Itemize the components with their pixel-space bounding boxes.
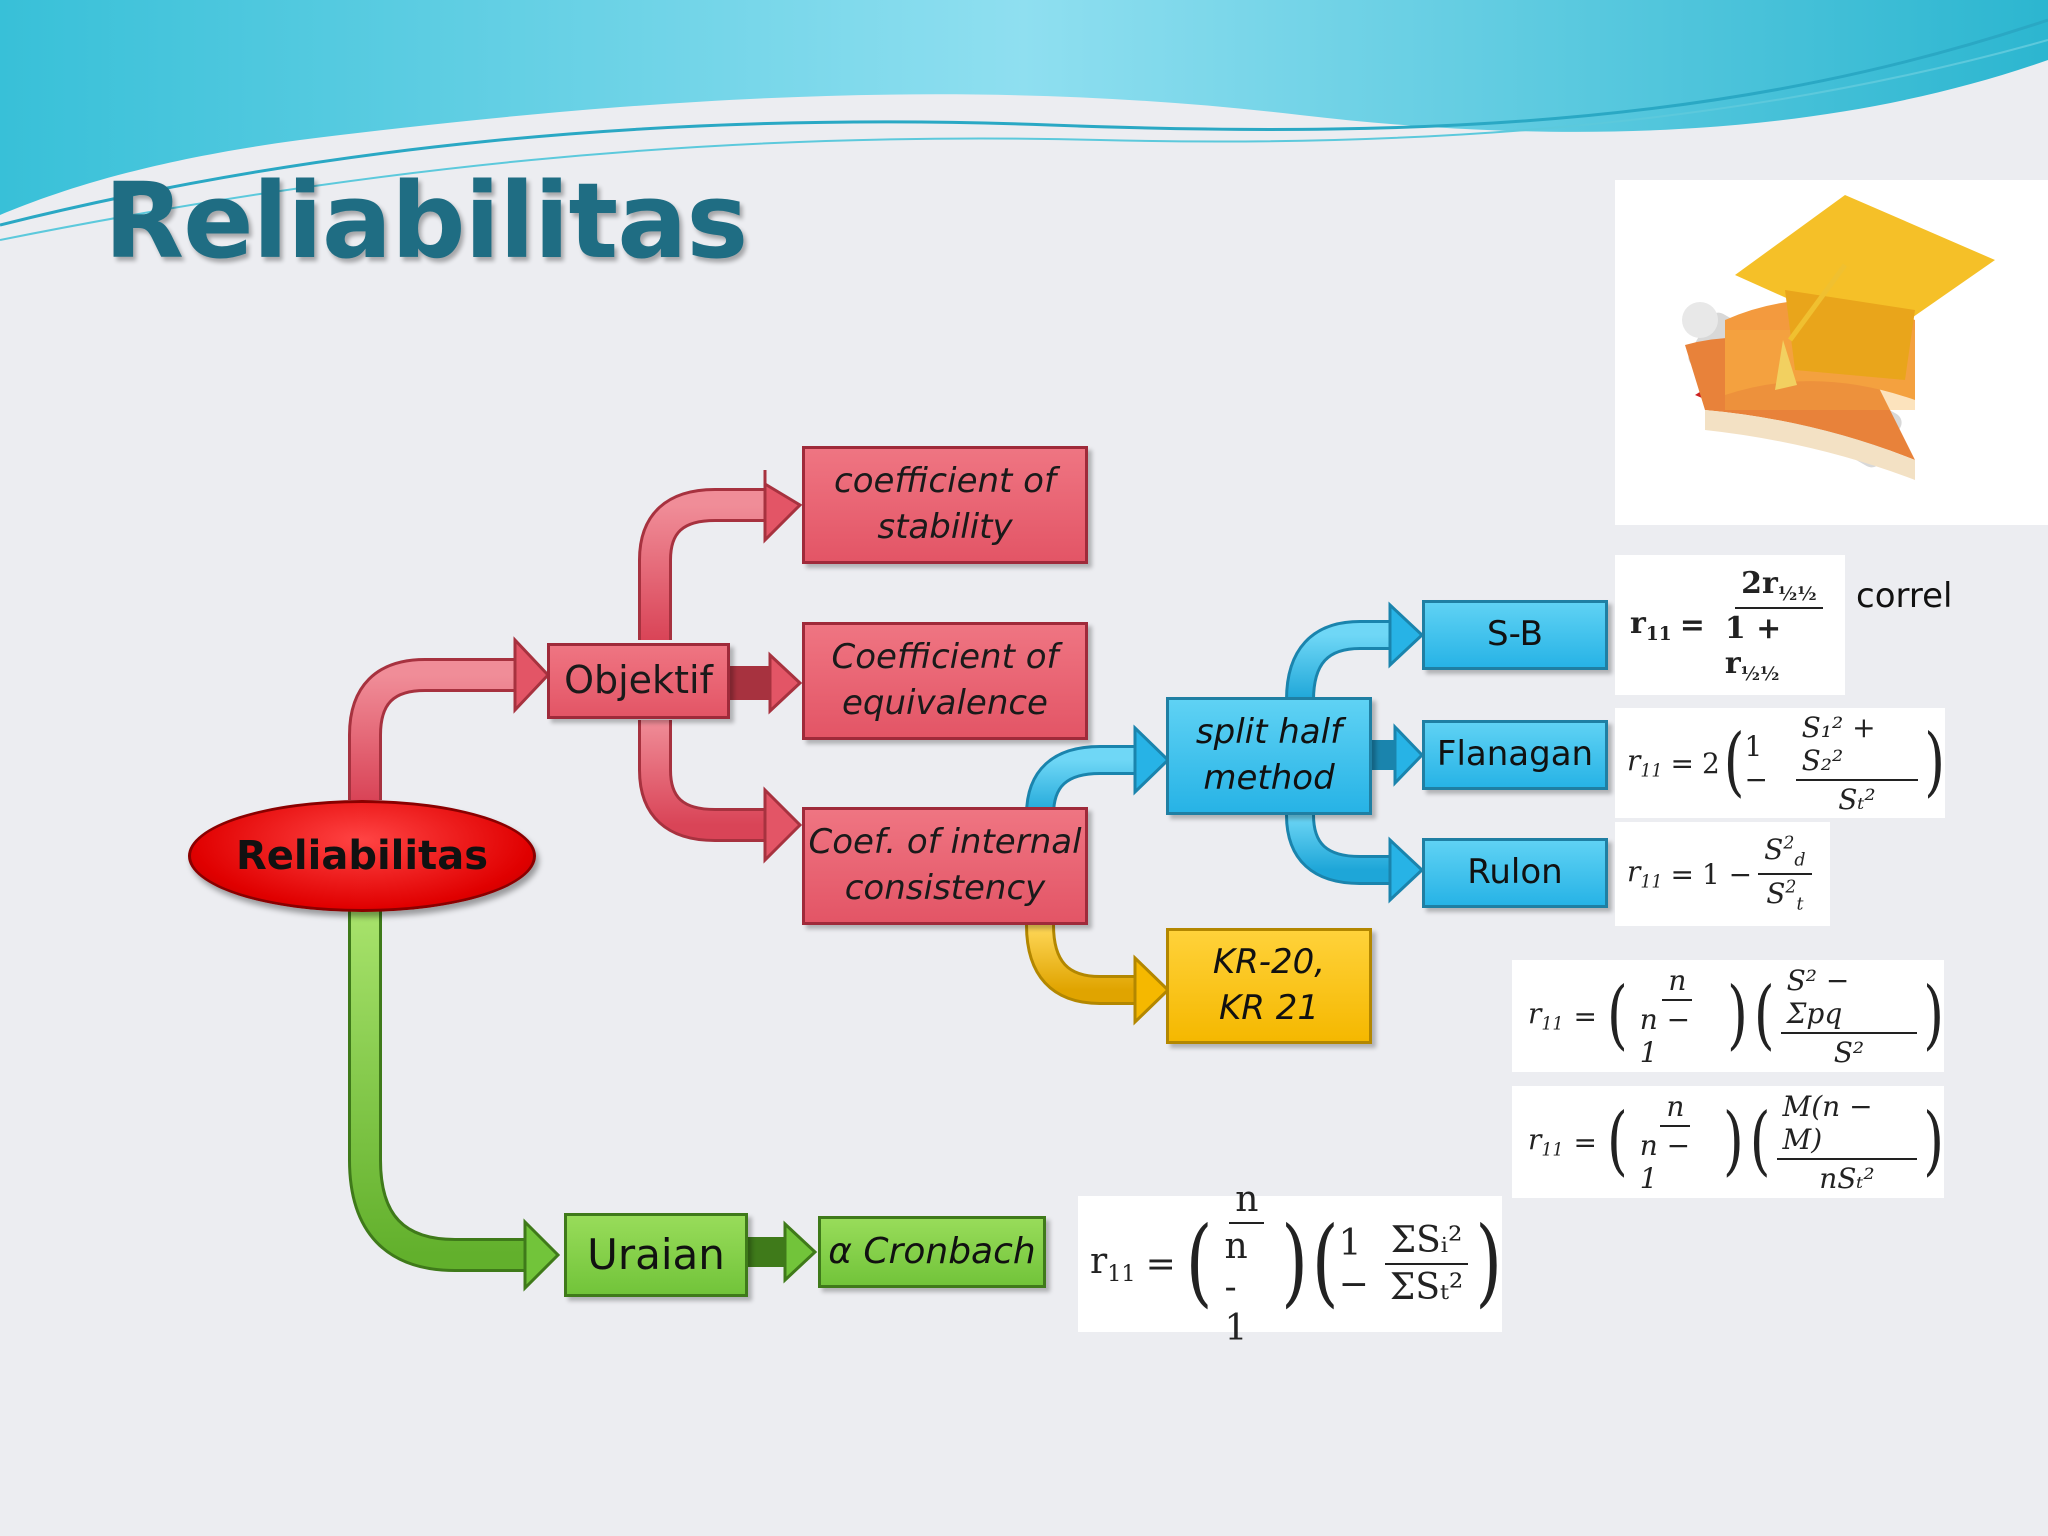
node-internal-line1: Coef. of internal bbox=[808, 822, 1082, 863]
node-stability-line1: coefficient of bbox=[834, 461, 1056, 502]
formula-rulon-fraction: S2d S2t bbox=[1758, 833, 1812, 915]
connector-root-uraian bbox=[348, 910, 530, 1272]
formula-kr21-n-fraction: n n − 1 bbox=[1639, 1089, 1691, 1195]
node-split-line1: split half bbox=[1195, 712, 1343, 753]
node-flanagan-label: Flanagan bbox=[1436, 734, 1594, 775]
formula-spearman-brown: r11 = 2r½½ 1 + r½½ bbox=[1615, 555, 1845, 695]
formula-cronbach-lhs: r11 bbox=[1090, 1240, 1136, 1288]
node-flanagan: Flanagan bbox=[1422, 720, 1608, 790]
formula-cronbach-equals: = bbox=[1145, 1243, 1176, 1285]
formula-kr21-equals: = bbox=[1573, 1125, 1597, 1159]
node-rulon: Rulon bbox=[1422, 838, 1608, 908]
formula-flanagan-fraction: S₁² + S₂² Sₜ² bbox=[1795, 711, 1919, 816]
node-split-half-method: split half method bbox=[1166, 697, 1372, 815]
formula-cronbach: r11 = ( n n - 1 ) ( 1 − ΣSᵢ² ΣSₜ² ) bbox=[1078, 1179, 1502, 1349]
node-uraian: Uraian bbox=[564, 1213, 748, 1297]
node-reliabilitas-label: Reliabilitas bbox=[235, 833, 489, 879]
node-objektif: Objektif bbox=[547, 643, 730, 719]
node-objektif-label: Objektif bbox=[564, 658, 713, 703]
node-rulon-label: Rulon bbox=[1467, 852, 1563, 893]
slide-title: Reliabilitas bbox=[104, 160, 748, 282]
node-kr-line2: KR 21 bbox=[1219, 988, 1319, 1028]
node-uraian-label: Uraian bbox=[587, 1229, 725, 1279]
wave-header-decoration bbox=[0, 0, 2048, 241]
formula-kr21: r11 = ( n n − 1 ) ( M(n − M) nSₜ² ) bbox=[1512, 1086, 1944, 1198]
formula-cronbach-one: 1 − bbox=[1338, 1223, 1369, 1305]
formula-kr20-lhs: r11 bbox=[1528, 997, 1564, 1035]
formula-kr21-lhs: r11 bbox=[1528, 1123, 1564, 1161]
formula-cronbach-main-fraction: ΣSᵢ² ΣSₜ² bbox=[1384, 1220, 1469, 1308]
formula-kr20-n-fraction: n n − 1 bbox=[1634, 964, 1721, 1069]
node-kr-line1: KR-20, bbox=[1212, 942, 1326, 983]
node-stability-line2: stability bbox=[877, 507, 1013, 547]
node-alpha-cronbach: α Cronbach bbox=[818, 1216, 1046, 1288]
node-split-line2: method bbox=[1203, 758, 1335, 798]
formula-flanagan-lhs: r11 bbox=[1627, 744, 1663, 782]
node-equivalence-line2: equivalence bbox=[842, 683, 1048, 723]
node-internal-consistency: Coef. of internal consistency bbox=[802, 807, 1088, 925]
node-cronbach-label: α Cronbach bbox=[828, 1230, 1036, 1272]
formula-kr20: r11 = ( n n − 1 ) ( S² − Σpq S² ) bbox=[1512, 960, 1944, 1072]
formula-rulon: r11 = 1 − S2d S2t bbox=[1615, 822, 1830, 926]
formula-sb-fraction: 2r½½ 1 + r½½ bbox=[1719, 566, 1839, 685]
node-coefficient-stability: coefficient of stability bbox=[802, 446, 1088, 564]
node-equivalence-line1: Coefficient of bbox=[831, 637, 1059, 678]
formula-flanagan-one: 1 − bbox=[1744, 730, 1769, 796]
formula-sb-equals: = bbox=[1679, 607, 1705, 643]
graduation-cap-books-icon bbox=[1615, 180, 2048, 525]
formula-kr21-main-fraction: M(n − M) nSₜ² bbox=[1776, 1090, 1918, 1195]
node-internal-line2: consistency bbox=[844, 868, 1046, 908]
node-s-b: S-B bbox=[1422, 600, 1608, 670]
formula-sb-lhs: r11 bbox=[1630, 605, 1672, 645]
node-reliabilitas: Reliabilitas bbox=[188, 800, 536, 912]
formula-rulon-one: 1 − bbox=[1701, 857, 1753, 891]
formula-flanagan-equals: = bbox=[1670, 746, 1694, 780]
formula-cronbach-n-fraction: n n - 1 bbox=[1218, 1179, 1275, 1349]
formula-kr20-equals: = bbox=[1573, 999, 1597, 1033]
formula-rulon-equals: = bbox=[1670, 857, 1694, 891]
formula-flanagan: r11 = 2 ( 1 − S₁² + S₂² Sₜ² ) bbox=[1615, 708, 1945, 818]
node-sb-label: S-B bbox=[1487, 614, 1543, 655]
formula-kr20-main-fraction: S² − Σpq S² bbox=[1780, 964, 1918, 1069]
node-coefficient-equivalence: Coefficient of equivalence bbox=[802, 622, 1088, 740]
formula-rulon-lhs: r11 bbox=[1627, 855, 1663, 893]
formula-flanagan-coef: 2 bbox=[1701, 746, 1720, 780]
correl-note: correl bbox=[1856, 576, 1953, 616]
node-kr20-kr21: KR-20, KR 21 bbox=[1166, 928, 1372, 1044]
